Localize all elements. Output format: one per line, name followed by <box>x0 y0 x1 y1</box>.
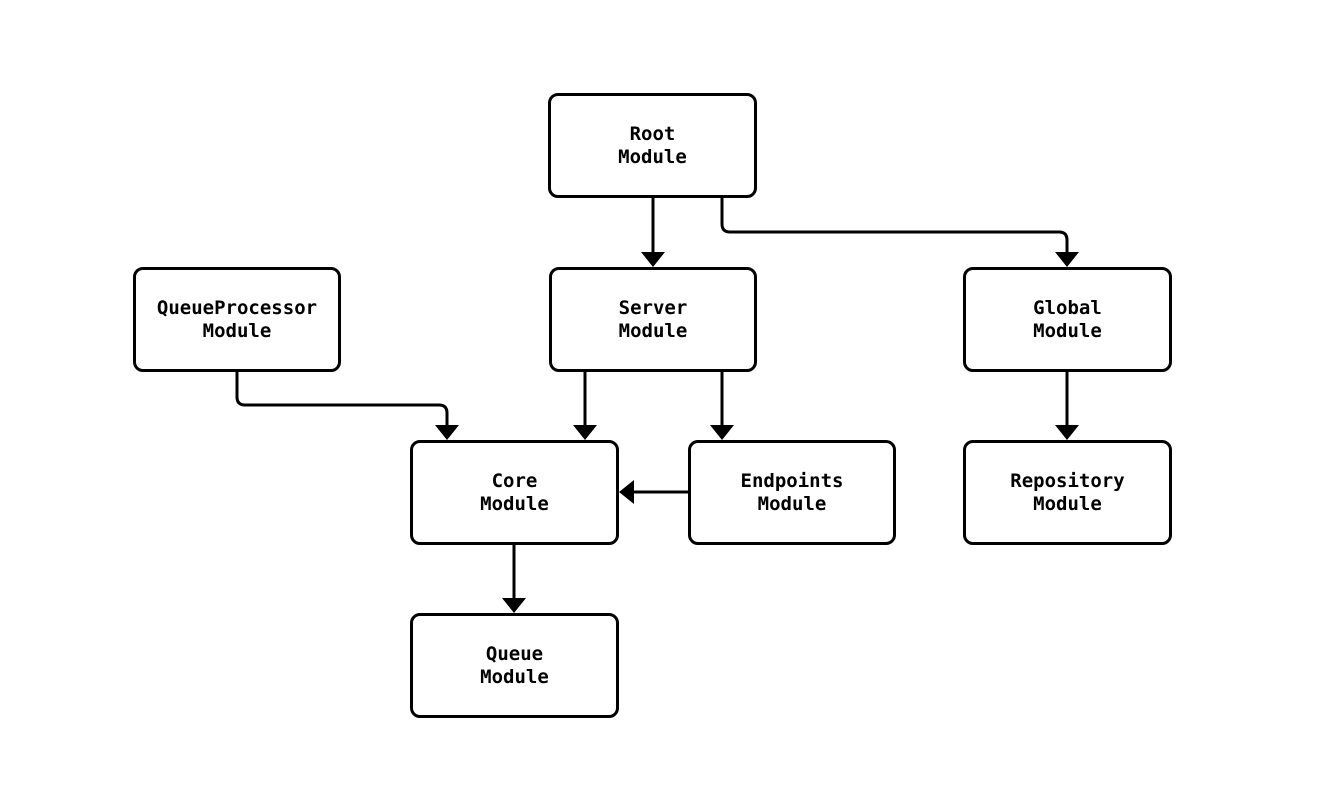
node-label-line: Server <box>618 296 688 319</box>
node-label-line: Endpoints <box>740 469 844 492</box>
node-label-line: Root <box>629 122 676 145</box>
node-label-line: Global <box>1033 296 1102 319</box>
node-label-line: Module <box>480 492 549 515</box>
node-label-line: Queue <box>485 642 544 665</box>
arrowhead-queueprocessor-to-core <box>435 425 459 440</box>
node-label-line: Module <box>202 319 272 342</box>
edge-queueprocessor-to-core <box>235 372 449 427</box>
arrowhead-global-to-repository <box>1055 425 1079 440</box>
node-label-line: Core <box>491 469 538 492</box>
node-label-line: Module <box>1033 492 1102 515</box>
node-label-line: Module <box>618 145 687 168</box>
node-label-line: Module <box>1033 319 1102 342</box>
node-label-line: Module <box>757 492 827 515</box>
arrowhead-root-to-server <box>641 252 665 267</box>
arrowhead-endpoints-to-core <box>619 480 634 504</box>
node-label-line: Repository <box>1010 469 1125 492</box>
arrowhead-root-to-global <box>1055 252 1079 267</box>
arrowhead-server-to-endpoints <box>710 425 734 440</box>
node-label-line: Module <box>618 319 688 342</box>
node-label-line: Module <box>480 665 549 688</box>
arrowhead-core-to-queue <box>502 598 526 613</box>
edge-root-to-global <box>720 198 1069 254</box>
node-label-line: QueueProcessor <box>156 296 318 319</box>
arrowhead-server-to-core <box>573 425 597 440</box>
